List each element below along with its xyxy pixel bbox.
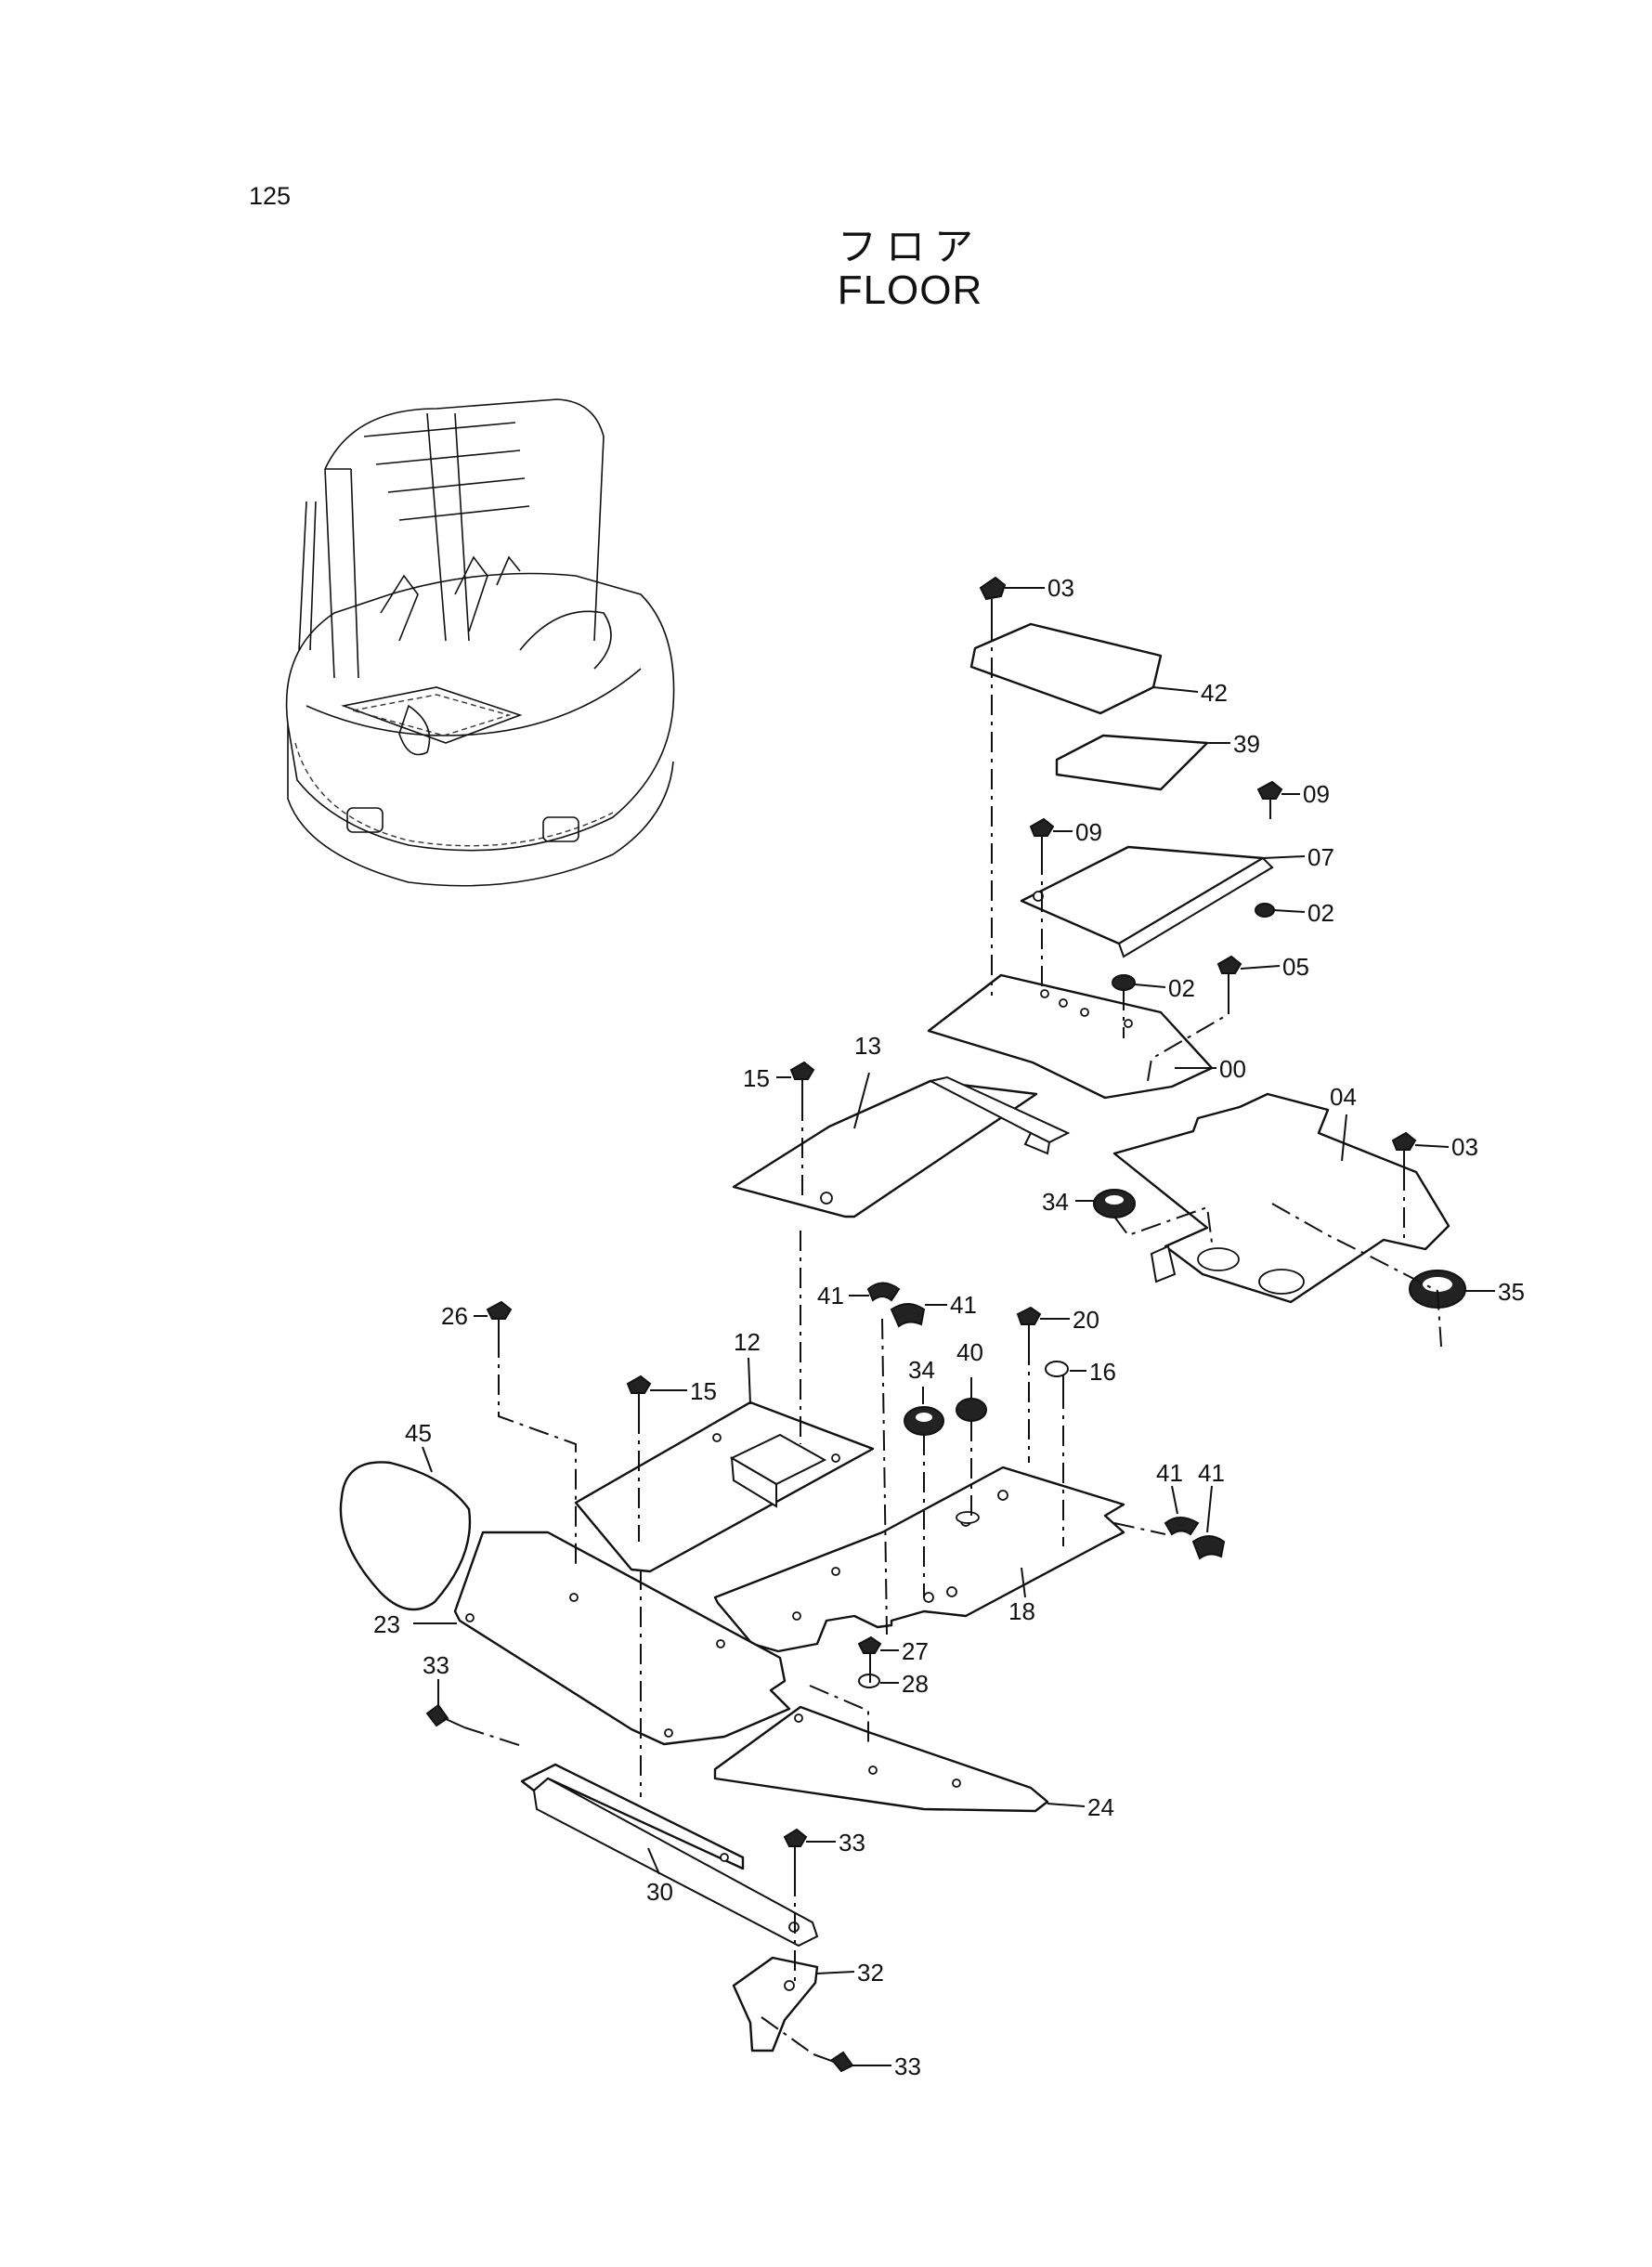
part-39-mat [1055, 734, 1209, 791]
callout-24: 24 [1087, 1793, 1114, 1821]
bolt-26 [486, 1300, 513, 1337]
part-24-side-bracket [713, 1705, 1049, 1813]
part-23-floor-plate [453, 1531, 791, 1746]
callout-33-left: 33 [423, 1651, 449, 1679]
callout-34-lower: 34 [908, 1356, 935, 1384]
callout-23: 23 [373, 1610, 400, 1638]
clip-41-upper-left [866, 1282, 901, 1302]
bolt-20 [1016, 1306, 1042, 1345]
plug-40 [956, 1398, 987, 1422]
clip-41-upper-right [890, 1303, 926, 1328]
callout-07: 07 [1307, 843, 1334, 871]
title-japanese: フロア [837, 224, 982, 269]
title-english: FLOOR [837, 267, 983, 313]
callout-39: 39 [1233, 730, 1260, 758]
bolt-27 [857, 1635, 882, 1672]
callout-02-right: 02 [1307, 899, 1334, 927]
callout-30: 30 [646, 1878, 673, 1906]
callout-35: 35 [1498, 1278, 1525, 1306]
callout-27: 27 [902, 1637, 929, 1665]
callout-41-upper-right: 41 [950, 1291, 977, 1319]
callout-03-top: 03 [1047, 574, 1074, 602]
callout-09-right: 09 [1303, 780, 1330, 808]
bolt-33-bottom [813, 2051, 854, 2073]
bolt-05 [1216, 955, 1242, 994]
part-18-floor-plate [713, 1466, 1125, 1653]
clip-16 [1045, 1361, 1069, 1388]
part-04-floor-plate [1112, 1092, 1450, 1304]
callout-15-upper: 15 [743, 1064, 770, 1092]
excavator-overview-illustration [285, 398, 675, 887]
page-number: 125 [249, 182, 292, 210]
callout-41-lower-right: 41 [1198, 1459, 1225, 1487]
callout-20: 20 [1073, 1306, 1099, 1334]
callout-42: 42 [1201, 679, 1228, 707]
part-00-floor-plate [927, 973, 1214, 1100]
part-32-angle-bracket [732, 1956, 819, 2052]
washer-02-left [1112, 974, 1136, 991]
callout-18: 18 [1008, 1597, 1035, 1625]
callout-03-right: 03 [1451, 1133, 1478, 1161]
callout-15-lower: 15 [690, 1377, 717, 1405]
bolt-03-right [1391, 1131, 1417, 1170]
callout-04: 04 [1330, 1083, 1357, 1111]
clip-41-lower-left [1164, 1517, 1200, 1536]
part-12-floor-plate [574, 1401, 875, 1573]
callout-16: 16 [1089, 1358, 1116, 1386]
callout-02-left: 02 [1168, 974, 1195, 1002]
bolt-03-top [979, 576, 1007, 620]
part-45-cushion [339, 1461, 472, 1611]
bolt-09-right [1256, 780, 1283, 819]
callout-33-middle: 33 [839, 1829, 865, 1857]
callout-05: 05 [1282, 953, 1309, 981]
bolt-15-lower [626, 1375, 652, 1414]
callout-41-upper-left: 41 [817, 1282, 844, 1309]
grommet-34-upper [1093, 1189, 1136, 1218]
bolt-09-left [1029, 817, 1055, 854]
bolt-33-middle [783, 1828, 808, 1876]
part-13-floor-plate [732, 1079, 1038, 1218]
part-42-floor-mat [969, 622, 1163, 715]
callout-40: 40 [956, 1338, 983, 1366]
callout-13: 13 [854, 1032, 881, 1060]
callout-33-bottom: 33 [894, 2052, 921, 2080]
bolt-33-left [425, 1703, 465, 1728]
bolt-15-upper [789, 1061, 815, 1101]
callout-09-left: 09 [1075, 818, 1102, 846]
callout-32: 32 [857, 1959, 884, 1987]
callout-28: 28 [902, 1670, 929, 1698]
callout-12: 12 [734, 1328, 761, 1356]
callout-26: 26 [441, 1302, 468, 1330]
callout-34-upper: 34 [1042, 1188, 1069, 1216]
callout-45: 45 [405, 1419, 432, 1447]
washer-02-right [1255, 903, 1275, 918]
callout-41-lower-left: 41 [1156, 1459, 1183, 1487]
grommet-34-lower [904, 1406, 944, 1436]
clip-41-lower-right [1191, 1535, 1226, 1560]
callout-00: 00 [1219, 1055, 1246, 1083]
